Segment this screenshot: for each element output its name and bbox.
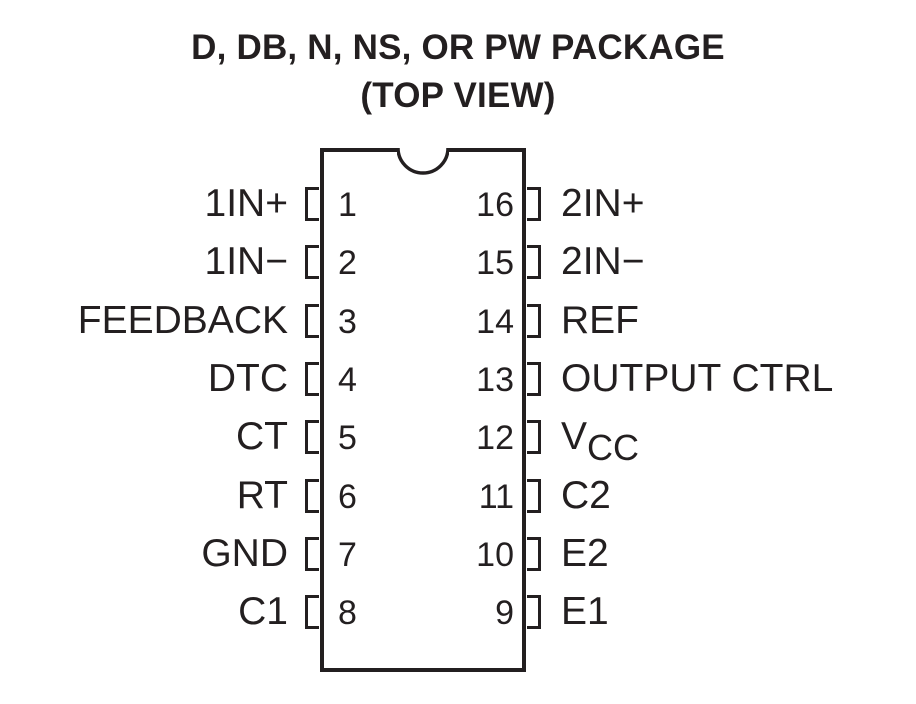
- view-subtitle: (TOP VIEW): [360, 76, 556, 115]
- pin-label-text: C2: [561, 473, 611, 517]
- pin-label-text: E1: [561, 590, 609, 634]
- pin-label-text: GND: [201, 531, 288, 575]
- pin-lead-10: [527, 536, 541, 571]
- pin-label-10: E2: [561, 532, 609, 576]
- pin-label-text: 2IN−: [561, 240, 645, 284]
- pin-lead-5: [305, 420, 319, 455]
- pin-lead-3: [305, 303, 319, 338]
- pin-label-text: REF: [561, 298, 639, 342]
- pin-lead-12: [527, 420, 541, 455]
- package-title: D, DB, N, NS, OR PW PACKAGE: [191, 28, 725, 67]
- pin-lead-1: [305, 187, 319, 221]
- pin-number-1: 1: [338, 186, 357, 224]
- pin-number-5: 5: [338, 419, 357, 458]
- pin-label-subscript: CC: [587, 427, 640, 469]
- pin-label-text: DTC: [207, 356, 288, 400]
- pin-label-14: REF: [561, 299, 639, 343]
- pin-lead-15: [527, 245, 541, 280]
- pin-label-text: C1: [238, 590, 288, 634]
- pin-number-13: 13: [476, 360, 514, 399]
- pin-label-2: 1IN−: [205, 240, 288, 284]
- pin-lead-6: [305, 478, 319, 513]
- pin-label-8: C1: [238, 590, 288, 634]
- pin-lead-14: [527, 303, 541, 338]
- pin-number-16: 16: [476, 186, 514, 224]
- pin-lead-16: [527, 187, 541, 221]
- pin-label-text: 1IN−: [204, 240, 288, 284]
- pin-number-10: 10: [476, 535, 514, 574]
- pin-label-text: V: [561, 415, 588, 459]
- pin-label-7: GND: [201, 532, 288, 576]
- pin-number-6: 6: [338, 477, 357, 516]
- pin-lead-13: [527, 361, 541, 396]
- pin-lead-4: [305, 361, 319, 396]
- pin-label-6: RT: [237, 474, 288, 518]
- pin-label-1: 1IN+: [205, 182, 288, 226]
- pin-lead-9: [527, 595, 541, 630]
- pin-lead-11: [527, 478, 541, 513]
- pin-number-7: 7: [338, 535, 357, 574]
- pin-number-14: 14: [476, 302, 514, 341]
- pin-label-9: E1: [561, 590, 609, 634]
- pin-label-5: CT: [236, 415, 288, 459]
- pin-number-4: 4: [338, 360, 357, 399]
- pin-lead-7: [305, 536, 319, 571]
- pin-label-text: CT: [236, 415, 288, 459]
- pin-label-text: RT: [236, 473, 288, 517]
- pin-lead-2: [305, 245, 319, 280]
- pin-label-text: 1IN+: [204, 182, 288, 225]
- pin-number-12: 12: [476, 419, 514, 458]
- pin-label-13: OUTPUT CTRL: [561, 357, 833, 401]
- pin1-notch-icon: [397, 148, 449, 175]
- pin-number-8: 8: [338, 594, 357, 633]
- pin-label-15: 2IN−: [561, 240, 644, 284]
- pin-number-11: 11: [478, 477, 514, 516]
- pin-number-15: 15: [476, 244, 514, 283]
- pin-number-2: 2: [338, 244, 357, 283]
- pin-lead-8: [305, 595, 319, 630]
- pin-label-text: 2IN+: [561, 182, 645, 225]
- pin-label-3: FEEDBACK: [78, 299, 288, 343]
- pin-number-3: 3: [338, 302, 357, 341]
- pin-label-12: VCC: [561, 415, 639, 466]
- pin-label-text: FEEDBACK: [77, 298, 288, 342]
- pin-label-text: E2: [561, 531, 609, 575]
- pin-number-9: 9: [495, 594, 514, 633]
- pin-label-16: 2IN+: [561, 182, 644, 226]
- ic-package-body: [320, 148, 526, 672]
- pin-label-4: DTC: [208, 357, 288, 401]
- pin-label-text: OUTPUT CTRL: [561, 356, 834, 400]
- pin-label-11: C2: [561, 474, 611, 518]
